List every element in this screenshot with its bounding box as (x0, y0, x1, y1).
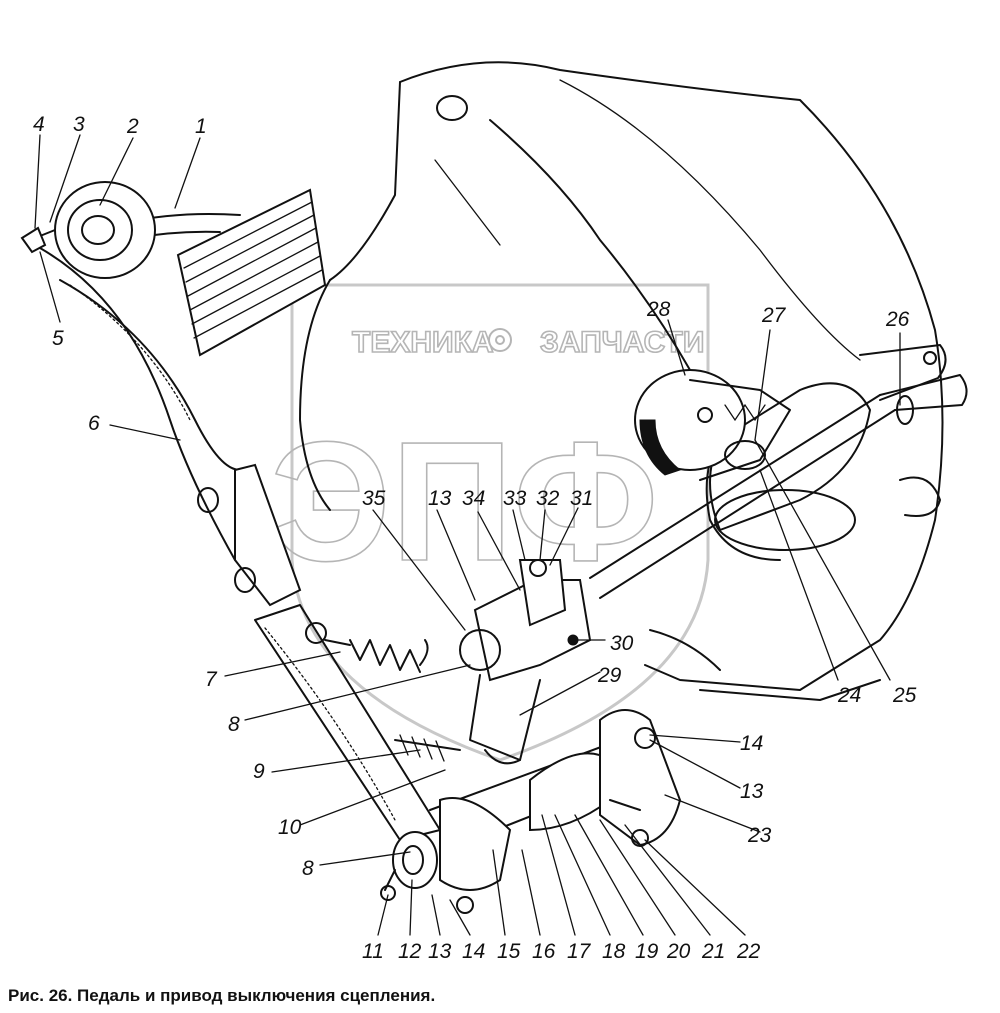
release-lever (459, 559, 592, 765)
callout-29: 29 (597, 664, 622, 687)
callout-32: 32 (536, 487, 560, 510)
callout-27: 27 (761, 304, 787, 327)
callout-4: 4 (33, 113, 45, 136)
callout-30: 30 (610, 632, 634, 655)
lower-shaft (380, 709, 682, 914)
callout-16: 16 (532, 940, 556, 963)
callout-10: 10 (278, 816, 302, 839)
callout-9: 9 (253, 760, 265, 783)
callout-35: 35 (362, 487, 386, 510)
callout-25: 25 (892, 684, 917, 707)
callout-13-top: 13 (428, 487, 452, 510)
callout-17: 17 (567, 940, 592, 963)
callout-1: 1 (195, 115, 207, 138)
callout-21: 21 (701, 940, 725, 963)
callout-28: 28 (646, 298, 671, 321)
callout-5: 5 (52, 327, 64, 350)
figure-caption: Рис. 26. Педаль и привод выключения сцеп… (8, 986, 436, 1005)
callout-3: 3 (73, 113, 85, 136)
return-spring (324, 639, 429, 673)
callout-11: 11 (362, 940, 384, 963)
watermark: ТЕХНИКА ЗАПЧАСТИ ЭПФ (269, 283, 710, 762)
release-bearing (634, 369, 791, 481)
callout-14-right: 14 (740, 732, 763, 755)
callout-13-bottom: 13 (428, 940, 452, 963)
callout-26: 26 (885, 308, 910, 331)
clutch-housing (299, 61, 947, 701)
callout-34: 34 (462, 487, 485, 510)
callout-33: 33 (503, 487, 527, 510)
watermark-left-text: ТЕХНИКА (352, 326, 494, 359)
leader-lines (34, 134, 901, 936)
callout-7: 7 (205, 668, 218, 691)
callout-20: 20 (666, 940, 691, 963)
watermark-big-text: ЭПФ (270, 407, 658, 597)
callout-6: 6 (88, 412, 100, 435)
callout-22: 22 (736, 940, 761, 963)
gear-icon (488, 328, 512, 352)
callout-15: 15 (497, 940, 521, 963)
callout-2: 2 (126, 115, 139, 138)
callout-23: 23 (747, 824, 772, 847)
callout-12: 12 (398, 940, 422, 963)
callout-labels: 1 2 3 4 5 6 7 8 8 9 10 11 12 13 13 13 14… (33, 113, 917, 963)
callout-14-bottom: 14 (462, 940, 485, 963)
callout-31: 31 (570, 487, 593, 510)
callout-19: 19 (635, 940, 659, 963)
watermark-right-text: ЗАПЧАСТИ (540, 326, 704, 359)
release-shaft (589, 374, 968, 599)
callout-13-right: 13 (740, 780, 764, 803)
callout-8-lower: 8 (302, 857, 314, 880)
callout-18: 18 (602, 940, 626, 963)
callout-8-upper: 8 (228, 713, 240, 736)
callout-24: 24 (837, 684, 861, 707)
